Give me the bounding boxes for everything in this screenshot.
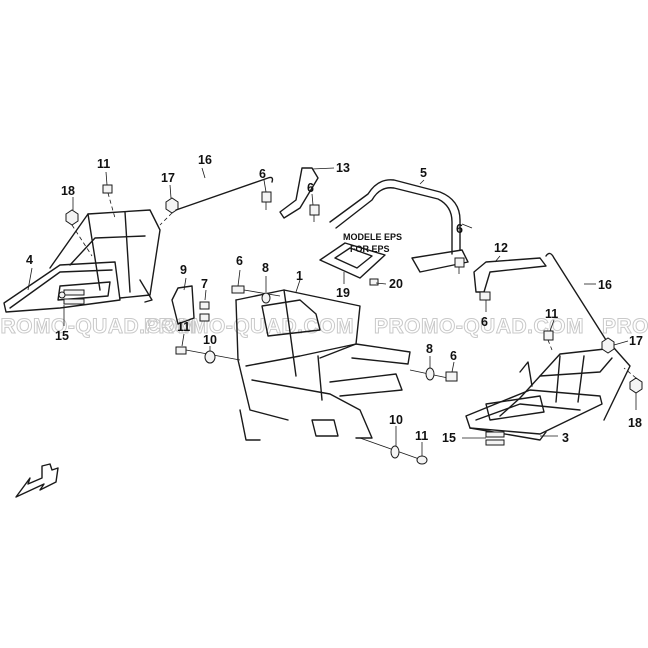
part-1-main-frame: [235, 289, 411, 441]
callout-10-b: 10: [389, 413, 403, 427]
callout-6-b: 6: [307, 181, 314, 195]
callout-11-c: 11: [545, 307, 558, 321]
watermark-left: PROMO-QUAD.COM: [0, 315, 196, 338]
front-direction-arrow-icon: [15, 463, 59, 498]
part-15-left-bolts: [58, 289, 85, 305]
callout-leaders: [27, 167, 637, 456]
lower-hardware: [359, 437, 428, 465]
callout-11-d: 11: [415, 429, 428, 443]
callout-9: 9: [180, 263, 187, 277]
callout-16-a: 16: [198, 153, 212, 167]
callout-8-b: 8: [426, 342, 433, 356]
callout-10-a: 10: [203, 333, 217, 347]
callout-6-c: 6: [456, 222, 463, 236]
callout-11-b: 11: [177, 320, 190, 334]
part-9-bracket: [171, 285, 210, 325]
left-hardware: [65, 184, 179, 257]
callout-20: 20: [389, 277, 403, 291]
middle-top-hardware: [231, 285, 281, 304]
callout-5: 5: [420, 166, 427, 180]
part-12-bracket: [473, 257, 547, 301]
callout-11-a: 11: [97, 157, 110, 171]
callout-16-b: 16: [598, 278, 612, 292]
watermark-right: PROMO-QUAD.COM: [602, 315, 648, 338]
watermark-center: PROMO-QUAD.COM: [144, 315, 354, 338]
callout-8-a: 8: [262, 261, 269, 275]
callout-numbers: 1 3 4 5 6 6 6 6 6 6 7 8 8 9 10 10 11 11 …: [26, 153, 643, 445]
callout-7: 7: [201, 277, 208, 291]
callout-1: 1: [296, 269, 303, 283]
callout-3: 3: [562, 431, 569, 445]
callout-6-f: 6: [450, 349, 457, 363]
eps-note-line1: MODELE EPS: [343, 232, 402, 242]
callout-6-a: 6: [259, 167, 266, 181]
callout-15-a: 15: [55, 329, 69, 343]
callout-17-a: 17: [161, 171, 175, 185]
middle-left-hardware: [175, 346, 241, 364]
part-19-eps-plate: [319, 242, 386, 286]
callout-18-a: 18: [61, 184, 75, 198]
callout-12: 12: [494, 241, 508, 255]
callout-17-b: 17: [629, 334, 643, 348]
part-16-left-rod: [175, 176, 274, 211]
callout-6-e: 6: [481, 315, 488, 329]
part-13-bracket: [261, 167, 320, 222]
part-4-front-rack: [3, 209, 161, 313]
callout-13: 13: [336, 161, 350, 175]
part-16-right-rod: [545, 252, 607, 341]
middle-right-hardware: [409, 367, 458, 382]
callout-18-b: 18: [628, 416, 642, 430]
callout-6-d: 6: [236, 254, 243, 268]
part-5-handle-bar: [329, 179, 473, 274]
callout-19: 19: [336, 286, 350, 300]
eps-note-line2: FOR EPS: [350, 244, 390, 254]
callout-4: 4: [26, 253, 33, 267]
callout-15-b: 15: [442, 431, 456, 445]
part-3-rear-rack: [465, 347, 631, 441]
right-hardware: [485, 330, 643, 446]
